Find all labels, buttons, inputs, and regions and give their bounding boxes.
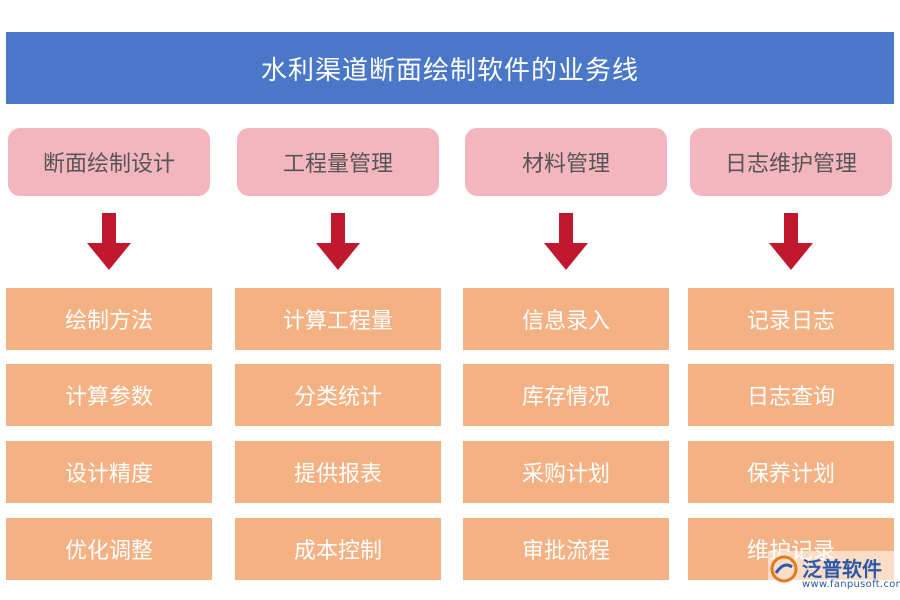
watermark-url: www.fanpusoft.com	[802, 579, 900, 590]
down-arrow-icon	[769, 213, 813, 270]
brand-mark-icon	[770, 555, 798, 583]
down-arrow-icon	[316, 213, 360, 270]
item-box: 审批流程	[463, 518, 669, 580]
category-box: 工程量管理	[237, 128, 439, 196]
item-box: 日志查询	[688, 364, 894, 426]
item-box: 采购计划	[463, 441, 669, 503]
item-box: 优化调整	[6, 518, 212, 580]
category-box: 材料管理	[465, 128, 667, 196]
watermark-logo: 泛普软件 www.fanpusoft.com	[768, 551, 900, 597]
down-arrow-icon	[87, 213, 131, 270]
category-box: 日志维护管理	[690, 128, 892, 196]
item-box: 库存情况	[463, 364, 669, 426]
item-box: 分类统计	[235, 364, 441, 426]
item-box: 计算参数	[6, 364, 212, 426]
category-box: 断面绘制设计	[8, 128, 210, 196]
down-arrow-icon	[544, 213, 588, 270]
item-box: 成本控制	[235, 518, 441, 580]
item-box: 绘制方法	[6, 288, 212, 350]
item-box: 保养计划	[688, 441, 894, 503]
diagram-title: 水利渠道断面绘制软件的业务线	[6, 32, 894, 104]
watermark-name: 泛普软件	[802, 557, 882, 581]
item-box: 提供报表	[235, 441, 441, 503]
item-box: 记录日志	[688, 288, 894, 350]
item-box: 信息录入	[463, 288, 669, 350]
item-box: 设计精度	[6, 441, 212, 503]
item-box: 计算工程量	[235, 288, 441, 350]
